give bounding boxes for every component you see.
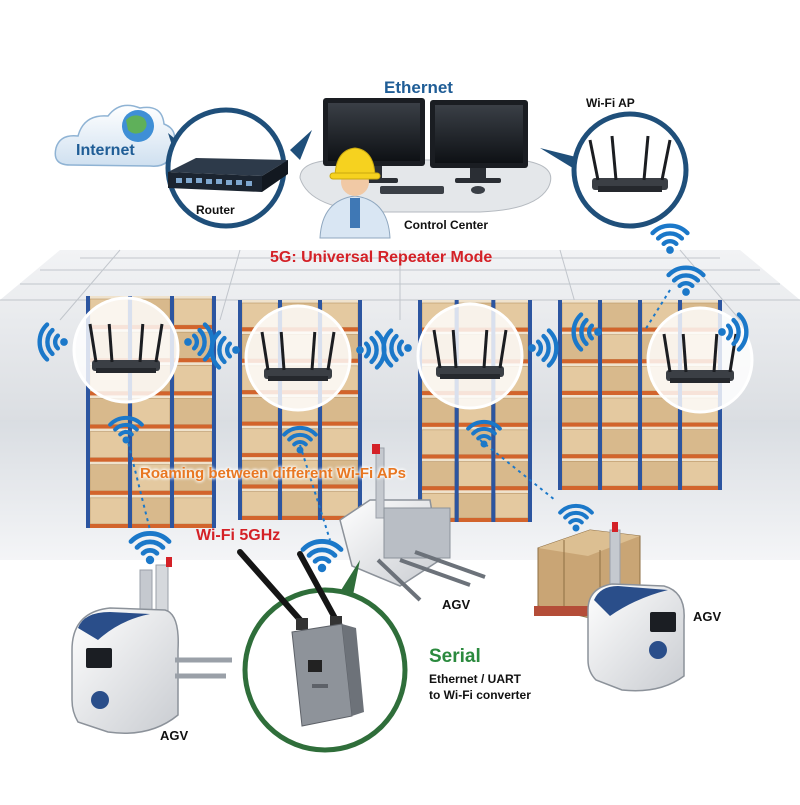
repeater-ap-node bbox=[646, 306, 754, 414]
wifi-signal-icon bbox=[282, 425, 318, 454]
worker-icon bbox=[319, 147, 391, 239]
repeater-mode-label: 5G: Universal Repeater Mode bbox=[270, 249, 493, 266]
wifi-router-icon bbox=[260, 331, 336, 381]
wifi-signal-icon bbox=[466, 419, 502, 448]
agv-forklift-icon bbox=[339, 444, 486, 602]
agv-label: AGV bbox=[160, 728, 189, 743]
repeater-ap-node bbox=[416, 302, 524, 410]
converter-node bbox=[237, 549, 408, 753]
agv-label: AGV bbox=[442, 597, 471, 612]
wifi-signal-icon bbox=[128, 531, 172, 565]
agv-forklift-icon bbox=[534, 522, 685, 692]
connection-lines bbox=[124, 289, 671, 541]
repeater-ap-node bbox=[72, 296, 180, 404]
agv-forklift-icon bbox=[71, 557, 232, 734]
router-icon bbox=[168, 158, 288, 192]
wifi-signal-icon bbox=[209, 330, 240, 370]
monitor-icon bbox=[323, 98, 425, 183]
wifi-signal-icon bbox=[650, 223, 690, 254]
wifi-signal-icon bbox=[558, 503, 594, 532]
wifi-signal-icon bbox=[528, 328, 559, 368]
control-center-label: Control Center bbox=[404, 218, 488, 232]
wifi-ap-node bbox=[571, 111, 689, 229]
wifi-signal-icon bbox=[381, 328, 412, 368]
control-center bbox=[299, 98, 552, 239]
wifi-signal-icon bbox=[356, 330, 387, 370]
wifi-signal-icon bbox=[37, 322, 68, 362]
router-label: Router bbox=[196, 203, 235, 217]
converter-label-line1: Ethernet / UART bbox=[429, 672, 522, 686]
agv-label: AGV bbox=[693, 609, 722, 624]
wifi-5ghz-label: Wi-Fi 5GHz bbox=[196, 527, 281, 544]
roaming-label: Roaming between different Wi-Fi APs bbox=[140, 465, 406, 482]
wifi-ap-label: Wi-Fi AP bbox=[586, 96, 635, 110]
converter-label-line2: to Wi-Fi converter bbox=[429, 688, 531, 702]
wifi-signal-icon bbox=[666, 265, 706, 296]
monitor-icon bbox=[430, 100, 528, 183]
wifi-router-icon bbox=[588, 135, 672, 192]
router-node bbox=[165, 107, 288, 229]
repeater-ap-node bbox=[244, 304, 352, 412]
repeater-aps bbox=[72, 296, 754, 414]
wifi-router-icon bbox=[88, 323, 164, 373]
ethernet-label: Ethernet bbox=[384, 78, 453, 97]
converter-device-icon bbox=[237, 549, 364, 727]
serial-label: Serial bbox=[429, 646, 481, 667]
wifi-signal-icon bbox=[300, 539, 344, 573]
wifi-signal-icon bbox=[718, 312, 749, 352]
wifi-signals bbox=[37, 223, 749, 573]
wifi-router-icon bbox=[432, 329, 508, 379]
wifi-signal-icon bbox=[571, 312, 602, 352]
internet-label: Internet bbox=[76, 142, 135, 159]
wifi-signal-icon bbox=[108, 415, 144, 444]
